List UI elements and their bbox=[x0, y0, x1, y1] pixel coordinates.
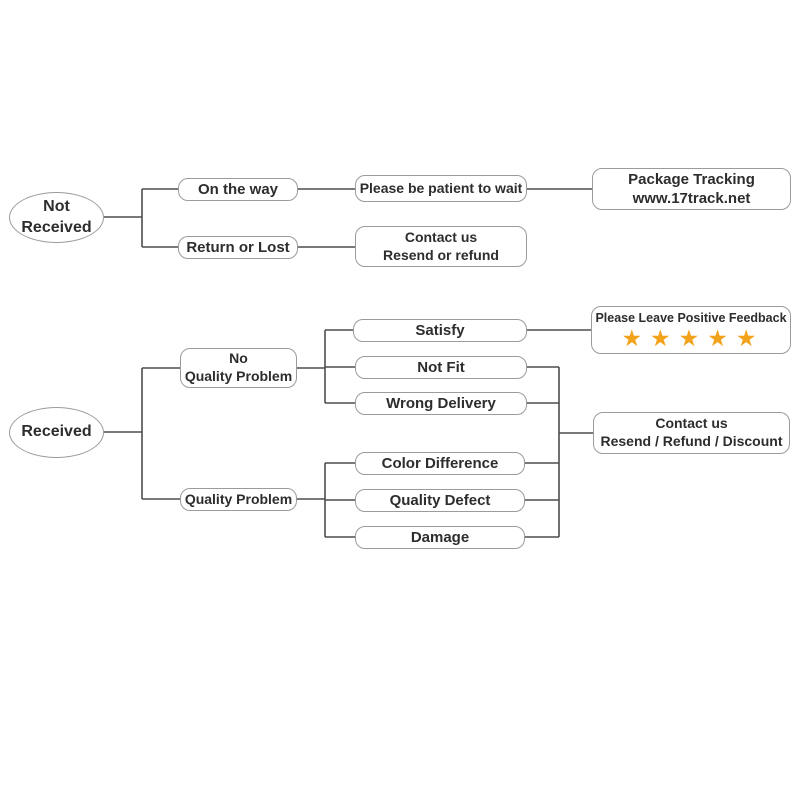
node-label: Not Fit bbox=[417, 358, 465, 376]
node-received: Received bbox=[9, 407, 104, 458]
node-wrong-delivery: Wrong Delivery bbox=[355, 392, 527, 415]
node-damage: Damage bbox=[355, 526, 525, 549]
node-label: Contact us bbox=[655, 415, 728, 432]
node-positive-feedback: Please Leave Positive Feedback ★★★★★ bbox=[591, 306, 791, 354]
node-label: Please Leave Positive Feedback bbox=[595, 311, 787, 325]
node-package-tracking: Package Tracking www.17track.net bbox=[592, 168, 791, 210]
node-label: Package Tracking bbox=[628, 170, 755, 188]
star-rating: ★★★★★ bbox=[621, 325, 765, 351]
node-label: Return or Lost bbox=[186, 238, 290, 256]
node-label: Received bbox=[21, 218, 92, 236]
node-label: Quality Problem bbox=[184, 490, 293, 507]
node-label: Color Difference bbox=[381, 454, 499, 472]
node-label: www.17track.net bbox=[632, 190, 751, 207]
node-label: Contact us bbox=[404, 228, 478, 245]
node-return-or-lost: Return or Lost bbox=[178, 236, 298, 259]
node-label: Satisfy bbox=[415, 321, 465, 339]
node-be-patient: Please be patient to wait bbox=[355, 175, 527, 202]
node-no-quality-problem: No Quality Problem bbox=[180, 348, 297, 388]
node-label: Not bbox=[43, 198, 70, 216]
node-satisfy: Satisfy bbox=[353, 319, 527, 342]
node-label: No bbox=[229, 350, 248, 367]
node-on-the-way: On the way bbox=[178, 178, 298, 201]
node-color-difference: Color Difference bbox=[355, 452, 525, 475]
node-quality-problem: Quality Problem bbox=[180, 488, 297, 511]
node-contact-resend-refund-discount: Contact us Resend / Refund / Discount bbox=[593, 412, 790, 454]
node-contact-resend-refund: Contact us Resend or refund bbox=[355, 226, 527, 267]
node-quality-defect: Quality Defect bbox=[355, 489, 525, 512]
node-label: Please be patient to wait bbox=[359, 179, 523, 196]
node-label: Quality Defect bbox=[389, 491, 491, 509]
node-label: Quality Problem bbox=[184, 368, 293, 384]
node-label: Received bbox=[21, 423, 92, 441]
node-label: On the way bbox=[197, 180, 279, 198]
node-not-fit: Not Fit bbox=[355, 356, 527, 379]
node-label: Resend or refund bbox=[383, 246, 499, 263]
node-label: Damage bbox=[410, 528, 470, 546]
node-label: Resend / Refund / Discount bbox=[600, 433, 783, 449]
node-label: Wrong Delivery bbox=[386, 394, 496, 412]
node-not-received: Not Received bbox=[9, 192, 104, 243]
